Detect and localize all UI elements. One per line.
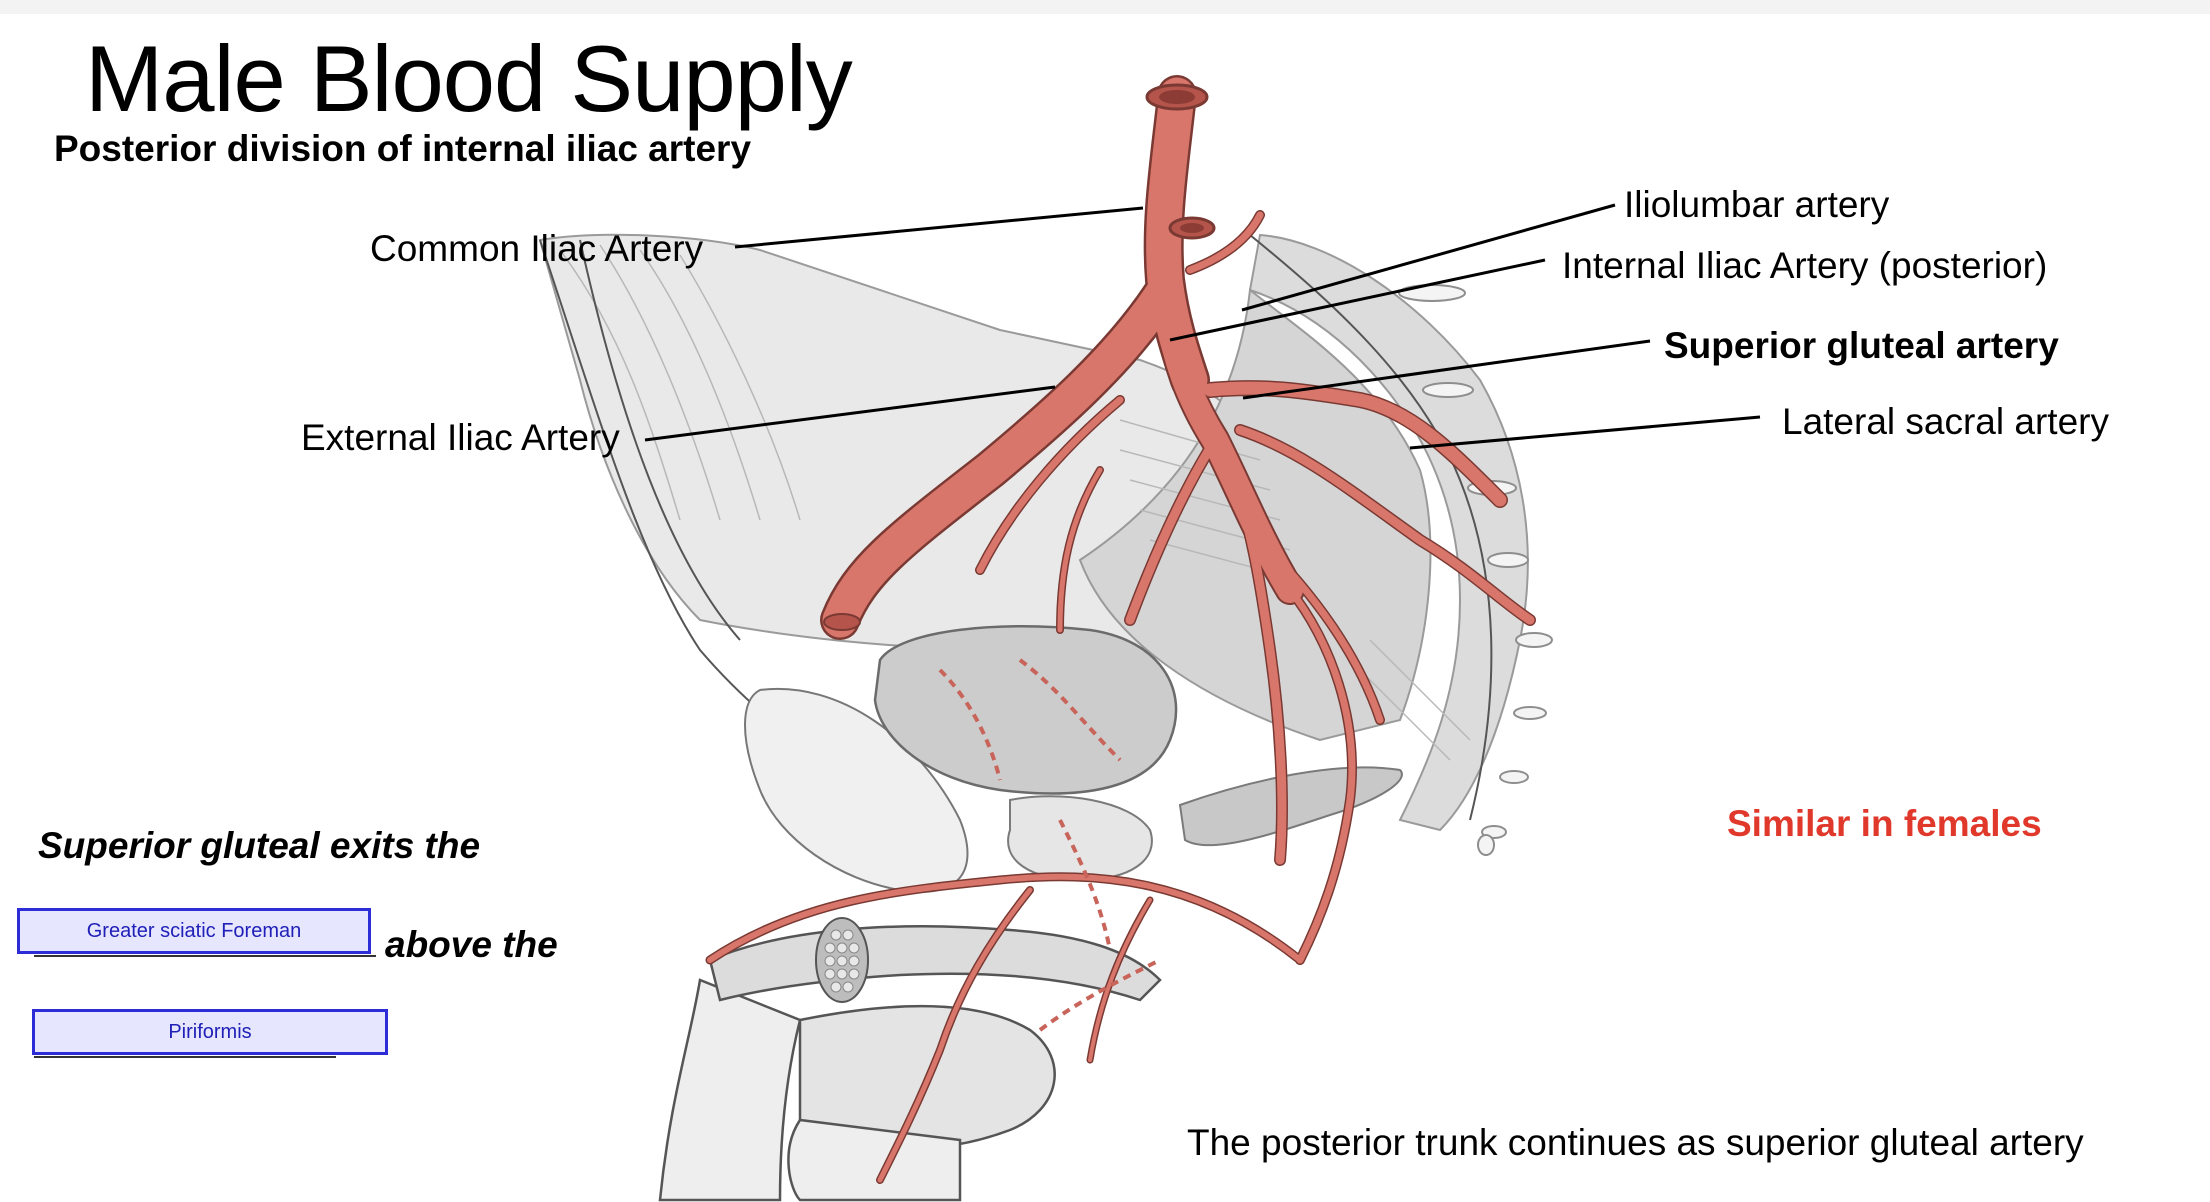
sacrum <box>1398 284 1553 856</box>
slide-top-strip <box>0 0 2210 14</box>
vessel-openings <box>823 83 1216 631</box>
note-posterior-trunk: The posterior trunk continues as superio… <box>1187 1122 2084 1163</box>
answer-box-muscle[interactable]: Piriformis <box>32 1009 388 1055</box>
slide-subtitle: Posterior division of internal iliac art… <box>54 128 752 169</box>
note-similar-females: Similar in females <box>1727 803 2042 844</box>
note-above-the: above the <box>385 924 558 965</box>
answer-box-foramen[interactable]: Greater sciatic Foreman <box>17 908 371 954</box>
slide-title: Male Blood Supply <box>85 26 853 131</box>
answer-blank-foramen <box>34 955 376 957</box>
arterial-tree-fill <box>707 77 1535 1183</box>
bladder <box>873 625 1178 795</box>
label-superior-gluteal: Superior gluteal artery <box>1664 325 2059 366</box>
answer-blank-muscle <box>34 1056 336 1058</box>
label-external-iliac: External Iliac Artery <box>301 417 620 458</box>
label-lateral-sacral: Lateral sacral artery <box>1782 401 2109 442</box>
note-exits-the: Superior gluteal exits the <box>38 825 481 866</box>
cord-section <box>815 917 869 1003</box>
label-common-iliac: Common Iliac Artery <box>370 228 704 269</box>
label-iliolumbar: Iliolumbar artery <box>1624 184 1890 225</box>
label-internal-iliac: Internal Iliac Artery (posterior) <box>1562 245 2048 286</box>
leader-lines <box>644 203 1761 450</box>
